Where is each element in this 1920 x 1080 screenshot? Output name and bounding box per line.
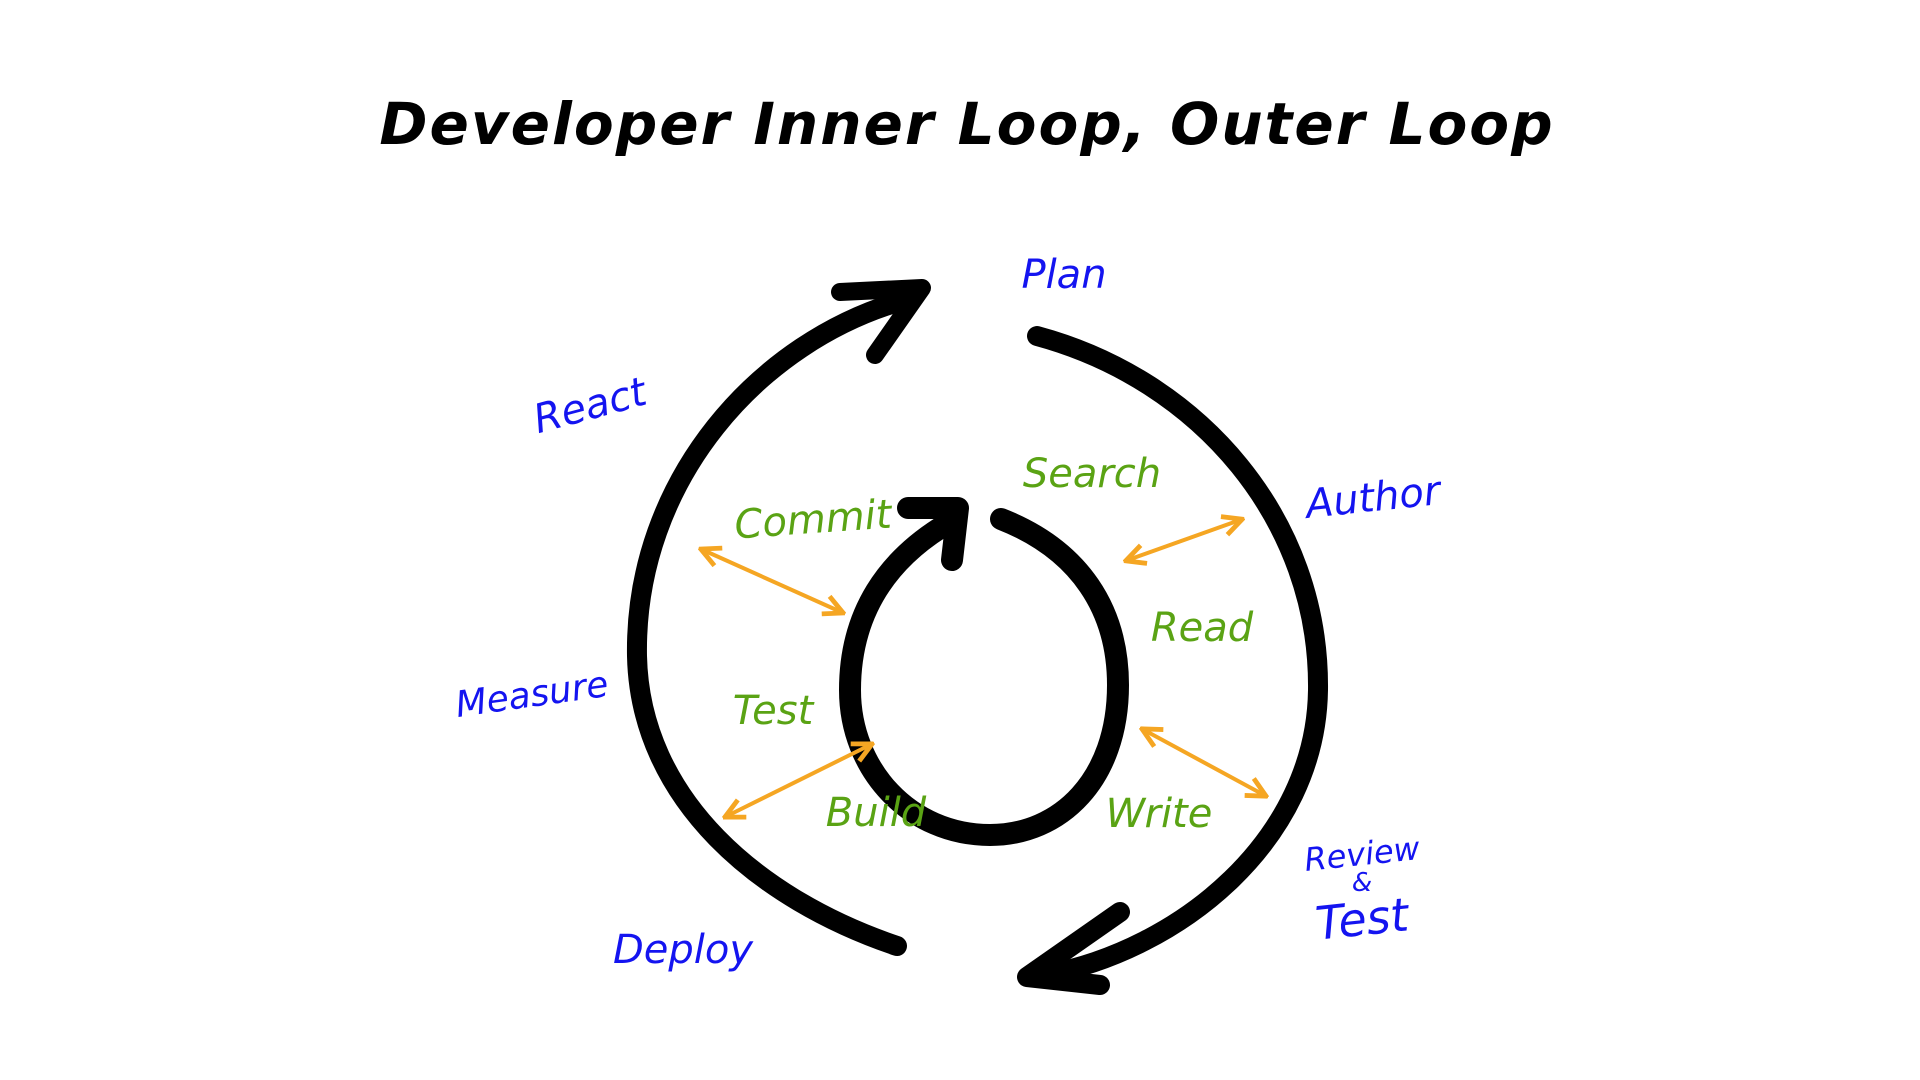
label-amp: &	[1351, 868, 1373, 898]
commit-double-arrow	[703, 550, 841, 612]
label-search: Search	[1022, 451, 1162, 497]
label-review-test: Review & Test	[1303, 829, 1422, 951]
outer-loop-left-arrowhead	[831, 279, 931, 364]
label-read: Read	[1150, 605, 1254, 651]
label-deploy: Deploy	[612, 927, 754, 973]
outer-loop-right-arc	[1027, 326, 1329, 985]
write-double-arrow	[1144, 730, 1264, 795]
label-plan: Plan	[1021, 252, 1107, 298]
test-build-double-arrow	[727, 745, 870, 816]
inner-loop-arc	[838, 508, 1130, 847]
label-write: Write	[1105, 791, 1213, 837]
label-outer-test: Test	[1313, 887, 1411, 951]
diagram-title: Developer Inner Loop, Outer Loop	[379, 90, 1555, 158]
outer-loop-right-arrowhead	[1017, 902, 1130, 995]
inner-loop-arrowhead	[897, 497, 969, 571]
label-build: Build	[825, 790, 927, 836]
label-inner-test: Test	[732, 688, 814, 734]
outer-loop-left-arc	[626, 290, 915, 956]
search-read-double-arrow	[1128, 520, 1240, 560]
